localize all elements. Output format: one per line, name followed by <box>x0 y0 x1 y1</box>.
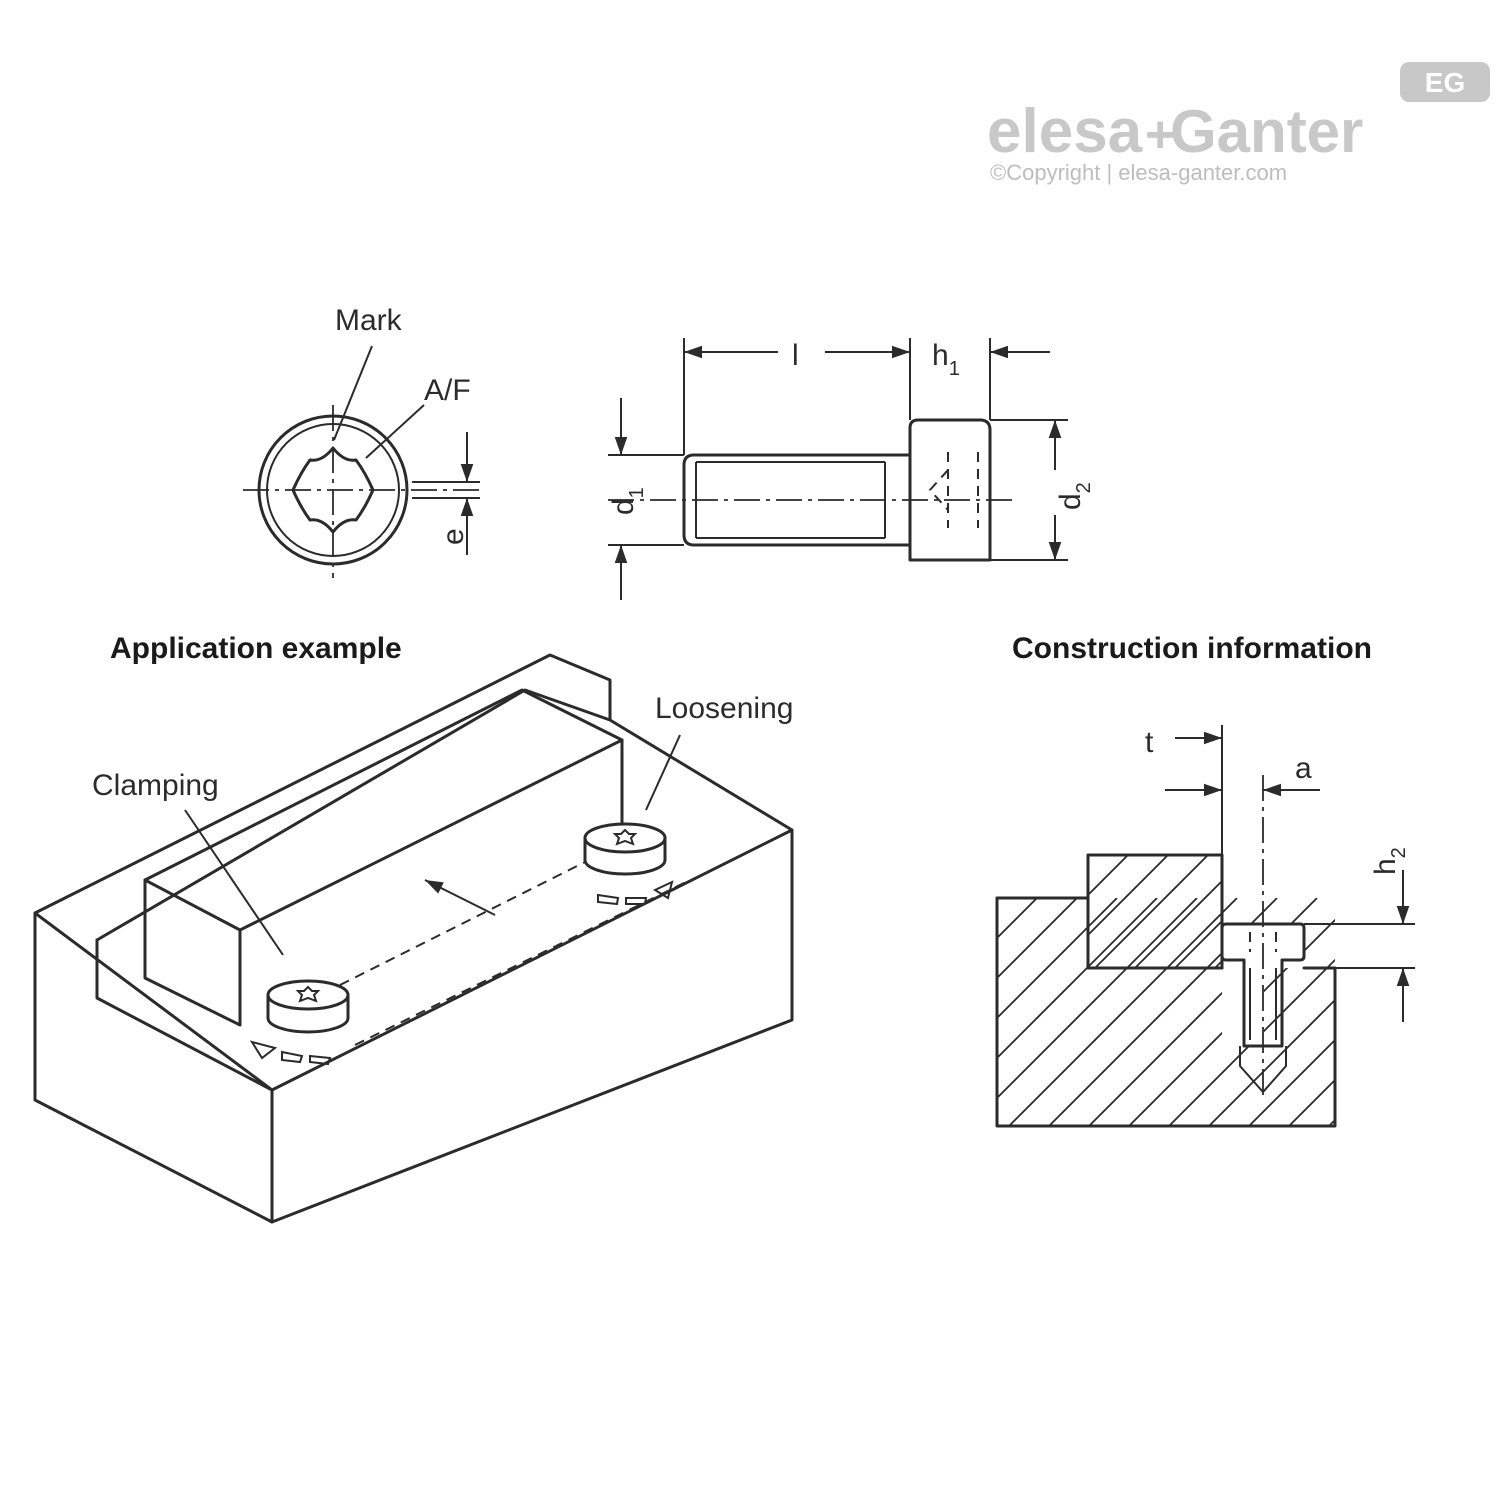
clamp-jaw-top <box>143 688 624 932</box>
hatch-line <box>1174 918 1223 968</box>
head-socket-hidden-lines <box>928 452 979 528</box>
hatch-line <box>997 898 1118 1020</box>
eg-badge: EG <box>1400 62 1490 102</box>
hatch-line <box>1288 1078 1335 1126</box>
eg-badge-text: EG <box>1425 67 1465 98</box>
e-label: e <box>437 528 470 545</box>
construction-info-heading: Construction information <box>1012 632 1372 665</box>
hatch-line <box>1008 898 1238 1126</box>
hatch-line <box>997 898 1038 940</box>
loosening-screw-drive-icon <box>612 828 638 846</box>
base-block-front-edges <box>33 828 794 1092</box>
a-label: a <box>1295 752 1312 785</box>
guide-line-upper <box>339 861 586 986</box>
hatch-line <box>1369 898 1500 1126</box>
clamping-screw-drive-icon <box>295 985 321 1003</box>
hatch-line <box>1409 898 1500 1126</box>
clamp-hatching <box>1088 855 1223 968</box>
push-direction-arrow <box>424 879 496 916</box>
hatch-line <box>1328 1118 1335 1126</box>
hatch-line <box>1449 898 1500 1126</box>
h2-label: h2 <box>1369 847 1410 875</box>
hatch-line <box>1088 855 1089 857</box>
logo-ganter-text: Ganter <box>1170 98 1363 165</box>
hatch-line <box>997 898 1158 1060</box>
hatch-line <box>1248 1038 1335 1126</box>
t-label: t <box>1145 726 1154 759</box>
base-hatching <box>997 898 1500 1126</box>
hatch-line <box>1094 855 1209 968</box>
screw-top-view: Mark A/F e <box>243 304 480 578</box>
logo-plus-text: + <box>1145 106 1175 164</box>
hatch-line <box>997 898 1078 980</box>
application-example-heading: Application example <box>110 632 402 665</box>
construction-socket-hidden <box>1249 932 1277 952</box>
hatch-line <box>997 898 998 900</box>
elesa-ganter-logo: elesa + Ganter ©Copyright | elesa-ganter… <box>987 62 1490 185</box>
hatch-line <box>1134 878 1223 968</box>
clamping-leader <box>184 809 284 956</box>
d1-label: d1 <box>607 487 648 515</box>
construction-screw <box>1220 922 1306 1048</box>
screw-shank <box>682 453 912 547</box>
af-leader <box>365 404 425 459</box>
groove-top-edge <box>95 688 612 942</box>
clamp-jaw-section <box>995 853 1224 970</box>
mark-label: Mark <box>335 304 403 337</box>
loosening-label: Loosening <box>655 692 793 725</box>
hatch-line <box>1208 998 1335 1126</box>
d2-label: d2 <box>1054 482 1095 510</box>
clamping-label: Clamping <box>92 769 219 802</box>
h1-label: h1 <box>932 339 960 380</box>
clamping-marks <box>249 1040 332 1066</box>
hatch-line <box>1489 898 1500 1126</box>
application-example-drawing: Clamping Loosening <box>33 653 794 1224</box>
logo-elesa-text: elesa <box>987 97 1143 166</box>
screw-clamping <box>249 979 350 1066</box>
af-label: A/F <box>424 374 471 407</box>
l-label: l <box>792 339 799 372</box>
groove-step <box>95 938 274 1092</box>
mark-leader <box>333 345 373 441</box>
loosening-leader <box>645 734 681 811</box>
guide-line-lower <box>354 879 691 1046</box>
loosening-marks <box>597 880 674 906</box>
base-section-outline <box>995 896 1337 1128</box>
hatch-line <box>1088 855 1129 897</box>
screw-loosening <box>583 822 674 906</box>
screw-side-view: l h1 d1 d2 <box>607 338 1095 600</box>
clamp-jaw-end <box>143 878 242 1027</box>
construction-drawing: t a h2 <box>995 725 1500 1128</box>
hatch-line <box>1088 855 1169 937</box>
logo-copyright: ©Copyright | elesa-ganter.com <box>990 160 1287 185</box>
hatch-line <box>997 898 1198 1100</box>
